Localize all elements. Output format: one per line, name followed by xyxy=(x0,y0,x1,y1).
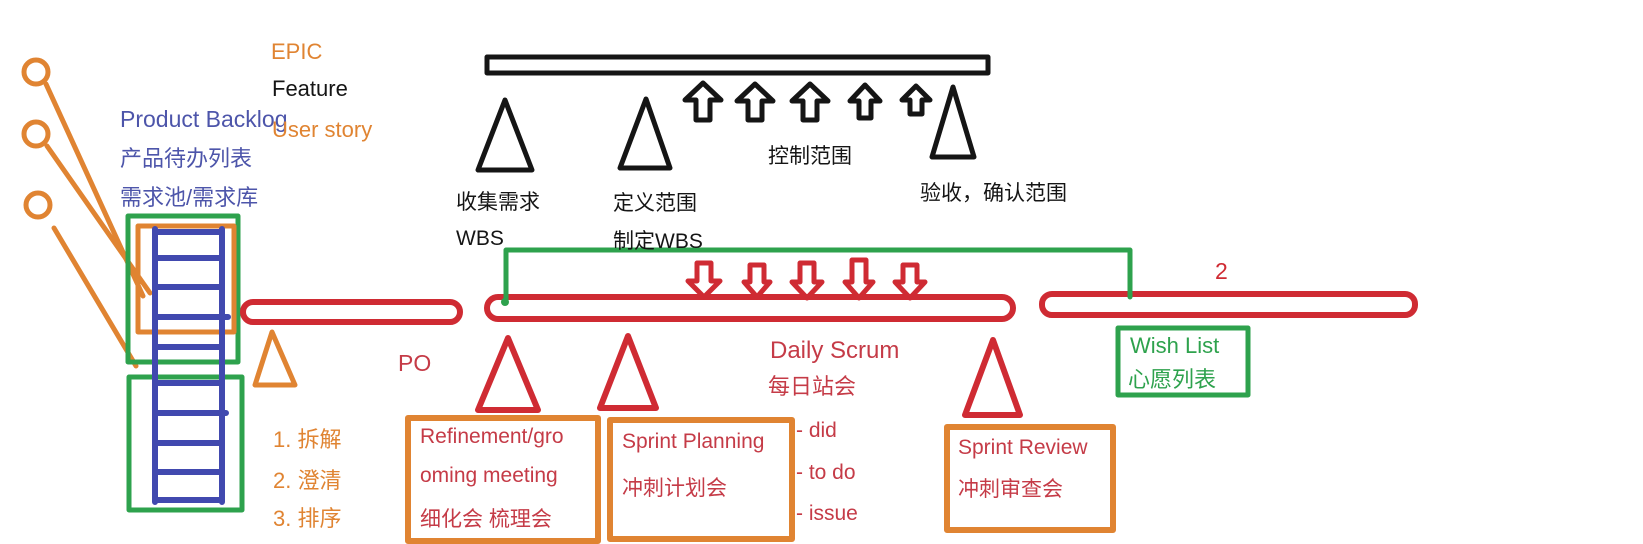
pin-icon-user-story xyxy=(23,190,139,369)
sprint-planning-text: Sprint Planning 冲刺计划会 xyxy=(622,430,764,511)
user-story-label: User story xyxy=(272,117,373,142)
sprint-planning-line-1: Sprint Planning xyxy=(622,430,765,453)
product-backlog-title: Product Backlog xyxy=(120,106,288,132)
meeting-triangle-planning xyxy=(597,333,659,411)
wish-list-box xyxy=(1115,325,1251,398)
sprint-review-line-2: 冲刺审查会 xyxy=(958,478,1063,501)
product-backlog-title-zh: 产品待办列表 xyxy=(120,146,253,171)
daily-scrum-title-zh: 每日站会 xyxy=(768,374,857,399)
pin-icon-feature xyxy=(21,119,153,296)
meeting-triangle-review xyxy=(962,337,1023,418)
backlog-box-bottom xyxy=(126,374,245,513)
milestone-triangle-define xyxy=(617,96,673,171)
sprint2-bar xyxy=(1039,291,1418,318)
refinement-meeting-box xyxy=(405,415,601,544)
backlog-alias-zh: 需求池/需求库 xyxy=(120,185,259,210)
sprint-review-box xyxy=(944,424,1116,533)
control-scope-label: 控制范围 xyxy=(768,145,852,168)
waterfall-scope-bar xyxy=(484,54,991,76)
backlog-epic-box xyxy=(135,223,237,335)
define-scope-label: 定义范围 xyxy=(613,192,697,215)
po-label: PO xyxy=(398,350,432,376)
feature-label: Feature xyxy=(272,76,348,101)
refinement-meeting-text: Refinement/gro oming meeting 细化会 梳理会 xyxy=(420,425,564,542)
refine-step-3: 3. 排序 xyxy=(273,506,342,531)
milestone-triangle-collect xyxy=(475,97,535,173)
sprint-review-text: Sprint Review 冲刺审查会 xyxy=(958,436,1088,512)
refine-step-1: 1. 拆解 xyxy=(273,427,342,452)
acceptance-label: 验收，确认范围 xyxy=(920,182,1067,205)
daily-scrum-title: Daily Scrum xyxy=(770,337,900,364)
refinement-line-1: Refinement/gro xyxy=(420,425,564,448)
po-grooming-bar xyxy=(240,299,463,325)
meeting-triangle-refinement xyxy=(475,335,541,413)
daily-point-did: - did xyxy=(796,419,837,442)
daily-scrum-down-arrows xyxy=(685,257,928,301)
make-wbs-label: 制定WBS xyxy=(613,230,703,253)
epic-label: EPIC xyxy=(271,39,323,64)
collect-requirements-label: 收集需求 xyxy=(456,191,540,214)
milestone-triangle-accept xyxy=(929,84,977,160)
refine-step-2: 2. 澄清 xyxy=(273,468,342,493)
backlog-box-top xyxy=(125,213,241,365)
sprint-planning-line-2: 冲刺计划会 xyxy=(622,477,727,500)
refinement-line-3: 细化会 梳理会 xyxy=(420,508,552,531)
green-connector xyxy=(501,247,1133,306)
backlog-item-list xyxy=(152,226,231,505)
sprint-review-line-1: Sprint Review xyxy=(958,436,1088,459)
sprint1-bar xyxy=(484,294,1016,322)
daily-point-issue: - issue xyxy=(796,502,858,525)
po-triangle-icon xyxy=(252,329,298,388)
refinement-line-2: oming meeting xyxy=(420,464,558,487)
control-scope-up-arrows xyxy=(682,80,933,123)
sprint2-count-label: 2 xyxy=(1215,258,1228,284)
daily-point-todo: - to do xyxy=(796,461,856,484)
wbs-label: WBS xyxy=(456,227,504,250)
sprint-planning-box xyxy=(607,417,795,542)
wish-list-label: Wish List xyxy=(1130,333,1220,358)
wish-list-label-zh: 心愿列表 xyxy=(1128,367,1217,392)
